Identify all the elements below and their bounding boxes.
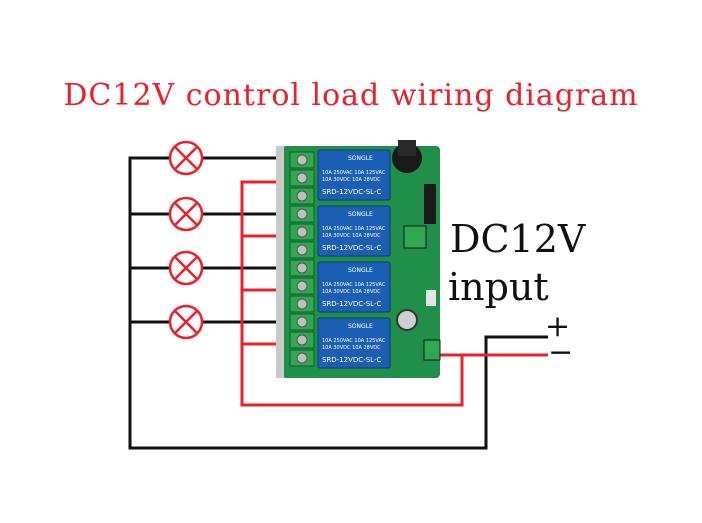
relay-rating: 10A 30VDC 10A 28VDC: [322, 177, 381, 183]
relay-model: SRD-12VDC-SL-C: [322, 244, 381, 252]
capacitor: [396, 309, 418, 331]
relay-rating: 10A 30VDC 10A 28VDC: [322, 233, 381, 239]
terminal-screw: [289, 295, 315, 313]
relay-brand: SONGLE: [348, 267, 373, 274]
minus-sign: −: [548, 335, 574, 370]
relay-rating: 10A 30VDC 10A 28VDC: [322, 345, 381, 351]
terminal-screw: [289, 277, 315, 295]
button: [426, 290, 436, 306]
black-wire-loop: [128, 156, 548, 450]
terminal-screw: [289, 223, 315, 241]
terminal-screw: [289, 331, 315, 349]
dc-jack-body: [398, 140, 416, 156]
relay-model: SRD-12VDC-SL-C: [322, 188, 381, 196]
terminal-screw: [289, 259, 315, 277]
relay-brand: SONGLE: [348, 155, 373, 162]
relay-model: SRD-12VDC-SL-C: [322, 356, 381, 364]
terminal-screw: [289, 151, 315, 169]
terminal-screw: [289, 313, 315, 331]
relay-rating: 10A 250VAC 10A 125VAC: [322, 282, 386, 288]
plus-sign: +: [545, 309, 571, 344]
terminal-blocks: [289, 151, 315, 367]
terminal-screw: [289, 205, 315, 223]
power-label-voltage: DC12V: [450, 217, 586, 261]
page-title: DC12V control load wiring diagram: [63, 78, 639, 113]
red-wire-loop: [240, 180, 548, 407]
power-label-input: input: [448, 265, 549, 309]
lamp-icon: [168, 304, 204, 340]
load-lamps: [168, 140, 204, 340]
lamp-icon: [168, 250, 204, 286]
relay-rating: 10A 250VAC 10A 125VAC: [322, 338, 386, 344]
pcb-edge: [276, 146, 284, 378]
relay-brand: SONGLE: [348, 323, 373, 330]
jumper: [403, 225, 427, 249]
relay-rating: 10A 250VAC 10A 125VAC: [322, 226, 386, 232]
terminal-screw: [289, 169, 315, 187]
lamp-icon: [168, 196, 204, 232]
lamp-icon: [168, 140, 204, 176]
terminal-screw: [289, 241, 315, 259]
relay-model: SRD-12VDC-SL-C: [322, 300, 381, 308]
terminal-screw: [289, 349, 315, 367]
ic-chip: [424, 184, 436, 224]
relay-rating: 10A 250VAC 10A 125VAC: [322, 170, 386, 176]
power-terminal: [423, 339, 441, 361]
relay-brand: SONGLE: [348, 211, 373, 218]
relay-rating: 10A 30VDC 10A 28VDC: [322, 289, 381, 295]
terminal-screw: [289, 187, 315, 205]
